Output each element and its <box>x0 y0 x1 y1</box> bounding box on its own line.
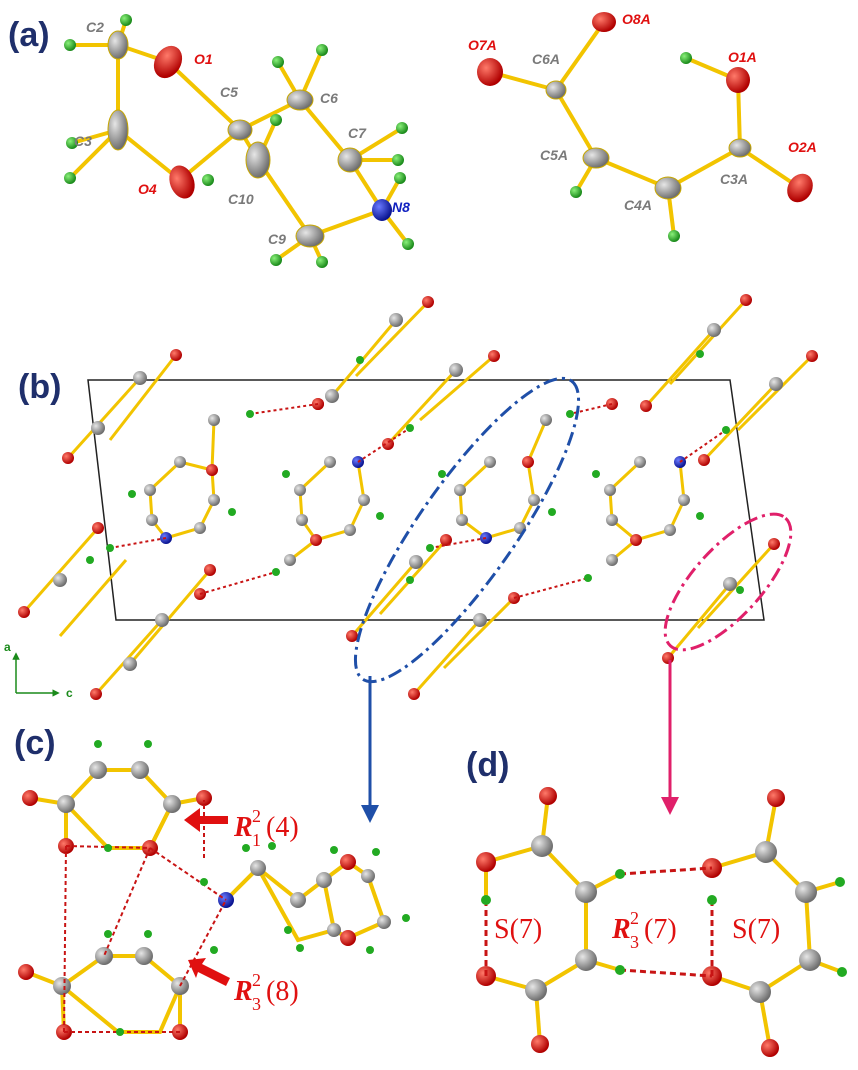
motif-c-top-arrow <box>184 808 228 832</box>
packing-cations <box>148 419 686 562</box>
atom-label-c3a: C3A <box>720 171 748 187</box>
atom-label-c6: C6 <box>320 90 338 106</box>
motif-d-r3-sup: 2 <box>630 908 639 928</box>
axis-label-a: a <box>4 640 11 654</box>
pink-highlight-ellipse <box>663 512 793 652</box>
motif-c-r3: R 2 3 (8) <box>233 970 299 1014</box>
panel-d-atoms <box>476 787 821 1057</box>
motif-d-r3: R 2 3 (7) <box>611 908 677 952</box>
unit-cell-box <box>87 379 765 621</box>
panel-d-label: (d) <box>466 746 509 784</box>
atom-label-o1: O1 <box>194 51 213 67</box>
panel-a-cation-atoms <box>64 14 414 268</box>
panel-c-hbonds <box>63 800 227 1033</box>
panel-b-label: (b) <box>18 368 61 406</box>
atom-label-c7: C7 <box>348 125 367 141</box>
motif-c-r1-main: R <box>233 812 253 843</box>
atom-label-o1a: O1A <box>728 49 757 65</box>
packing-anions <box>22 298 814 695</box>
atom-label-o4: O4 <box>138 181 157 197</box>
motif-c-r3-sup: 2 <box>252 970 261 990</box>
atom-label-o8a: O8A <box>622 11 651 27</box>
atom-label-o2a: O2A <box>788 139 817 155</box>
atom-label-c5a: C5A <box>540 147 568 163</box>
packing-anion-atoms <box>18 294 818 700</box>
motif-d-s7-right: S(7) <box>732 914 780 945</box>
motif-c-r3-main: R <box>233 976 253 1007</box>
atom-label-c6a: C6A <box>532 51 560 67</box>
panel-a-label: (a) <box>8 16 50 54</box>
atom-label-c2: C2 <box>86 19 104 35</box>
blue-highlight-ellipse <box>353 376 581 684</box>
motif-d-r3-main: R <box>611 914 631 945</box>
panel-c-hydrogens <box>94 740 410 1036</box>
panel-c-atoms <box>18 761 391 1040</box>
motif-c-r3-sub: 3 <box>252 994 261 1014</box>
panel-d-hbonds <box>484 866 714 978</box>
motif-d-s7-left: S(7) <box>494 914 542 945</box>
atom-label-c5: C5 <box>220 84 238 100</box>
motif-c-r1-sup: 2 <box>252 806 261 826</box>
motif-c-r1-sub: 1 <box>252 830 261 850</box>
panel-a-anion <box>489 20 802 237</box>
atom-label-o7a: O7A <box>468 37 497 53</box>
packing-cation-atoms <box>144 414 690 566</box>
atom-label-c10: C10 <box>228 191 254 207</box>
atom-label-c3: C3 <box>74 133 92 149</box>
packing-hydrogen-bonds <box>109 403 727 599</box>
axis-label-c: c <box>66 686 73 700</box>
panel-d-hydrogens <box>481 869 847 977</box>
panel-c-bonds <box>25 768 387 1034</box>
axis-indicator <box>12 652 60 697</box>
motif-c-r1: R 2 1 (4) <box>233 806 299 850</box>
motif-d-r3-tail: (7) <box>644 914 677 945</box>
atom-label-n8: N8 <box>392 199 410 215</box>
motif-c-r1-tail: (4) <box>266 812 299 843</box>
atom-label-c4a: C4A <box>624 197 652 213</box>
packing-hydrogens <box>86 350 744 594</box>
panel-a-anion-atoms <box>477 12 813 242</box>
motif-c-r3-tail: (8) <box>266 976 299 1007</box>
motif-c-bottom-arrow <box>188 958 230 986</box>
atom-label-c9: C9 <box>268 231 286 247</box>
panel-c-label: (c) <box>14 724 56 762</box>
motif-d-r3-sub: 3 <box>630 932 639 952</box>
